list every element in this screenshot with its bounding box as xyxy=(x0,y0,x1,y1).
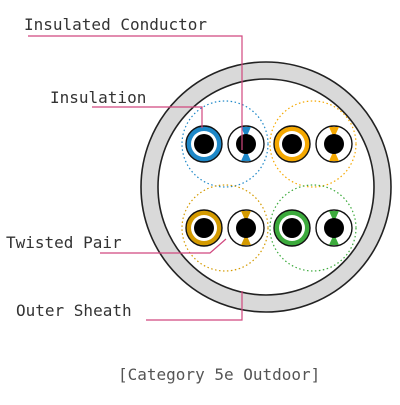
insulated-conductors xyxy=(185,125,353,247)
conductor-orange-white xyxy=(324,134,344,154)
twisted-pair-outline-brown xyxy=(181,184,269,272)
twisted-pair-outlines xyxy=(181,100,357,272)
conductor-orange xyxy=(282,134,302,154)
leader-insulated-conductor xyxy=(28,35,243,150)
twisted-pair-outline-orange xyxy=(269,100,357,188)
leader-insulation xyxy=(92,106,203,128)
stripe-bottom-orange xyxy=(329,150,339,161)
label-insulation: Insulation xyxy=(50,88,146,107)
twisted-pair-outline-green xyxy=(269,184,357,272)
label-outer-sheath: Outer Sheath xyxy=(16,301,132,320)
conductor-green-white xyxy=(324,218,344,238)
leader-lines xyxy=(28,35,243,321)
conductor-brown-white xyxy=(236,218,256,238)
stripe-bottom-brown xyxy=(241,234,251,245)
conductor-brown xyxy=(194,218,214,238)
leader-outer-sheath xyxy=(146,291,243,321)
conductor-blue xyxy=(194,134,214,154)
stripe-top-green xyxy=(329,211,339,222)
stripe-top-blue xyxy=(241,127,251,138)
stripe-bottom-blue xyxy=(241,150,251,161)
conductor-green xyxy=(282,218,302,238)
label-twisted-pair: Twisted Pair xyxy=(6,233,122,252)
stripe-top-brown xyxy=(241,211,251,222)
stripe-bottom-green xyxy=(329,234,339,245)
conductor-blue-white xyxy=(236,134,256,154)
stripe-top-orange xyxy=(329,127,339,138)
twisted-pair-outline-blue xyxy=(181,100,269,188)
leader-twisted-pair xyxy=(100,238,227,254)
label-insulated-conductor: Insulated Conductor xyxy=(24,15,207,34)
diagram-caption: [Category 5e Outdoor] xyxy=(118,365,320,384)
